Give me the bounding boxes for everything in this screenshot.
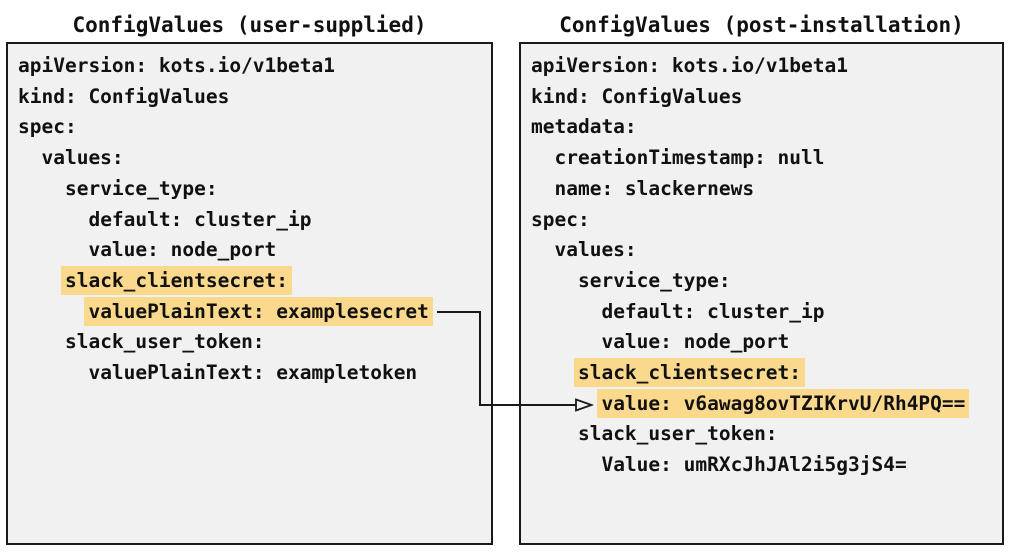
yaml-indent <box>18 269 65 292</box>
post-installation-config-column: ConfigValues (post-installation) apiVers… <box>519 0 1004 545</box>
post-installation-yaml-panel: apiVersion: kots.io/v1beta1 kind: ConfigV… <box>519 42 1004 545</box>
yaml-indent <box>531 330 601 353</box>
yaml-text: value: node_port <box>88 238 277 262</box>
user-supplied-config-column: ConfigValues (user-supplied) apiVersion:… <box>6 0 493 545</box>
yaml-line: slack_user_token: <box>18 327 487 358</box>
yaml-line: metadata: <box>531 112 998 143</box>
yaml-text: default: cluster_ip <box>601 299 825 323</box>
yaml-line: Value: umRXcJhJAl2i5g3jS4= <box>531 450 998 481</box>
post-installation-panel-title: ConfigValues (post-installation) <box>559 13 964 37</box>
yaml-text: spec: <box>531 207 590 231</box>
yaml-text: slack_user_token: <box>577 422 778 446</box>
yaml-text: values: <box>554 238 637 262</box>
yaml-line: apiVersion: kots.io/v1beta1 <box>18 51 487 82</box>
yaml-line: creationTimestamp: null <box>531 143 998 174</box>
yaml-text: slack_user_token: <box>64 330 265 354</box>
yaml-text-highlighted: value: v6awag8ovTZIKrvU/Rh4PQ== <box>597 388 970 418</box>
yaml-indent <box>18 208 88 231</box>
yaml-indent <box>531 392 601 415</box>
yaml-line: values: <box>531 235 998 266</box>
yaml-line: kind: ConfigValues <box>531 82 998 113</box>
yaml-indent <box>531 269 578 292</box>
yaml-text: name: slackernews <box>554 176 755 200</box>
yaml-line: default: cluster_ip <box>531 297 998 328</box>
yaml-line: name: slackernews <box>531 174 998 205</box>
yaml-text: Value: umRXcJhJAl2i5g3jS4= <box>601 453 907 477</box>
yaml-indent <box>531 146 554 169</box>
yaml-line: slack_clientsecret: <box>18 265 487 297</box>
yaml-indent <box>531 453 601 476</box>
yaml-line: kind: ConfigValues <box>18 82 487 113</box>
yaml-text: spec: <box>18 115 77 139</box>
yaml-text-highlighted: valuePlainText: examplesecret <box>84 296 433 326</box>
yaml-text: service_type: <box>64 176 218 200</box>
yaml-line: value: node_port <box>531 327 998 358</box>
yaml-indent <box>531 238 554 261</box>
yaml-line: slack_user_token: <box>531 419 998 450</box>
user-supplied-panel-title: ConfigValues (user-supplied) <box>72 13 427 37</box>
yaml-indent <box>531 177 554 200</box>
yaml-text: creationTimestamp: null <box>554 146 825 170</box>
yaml-line: service_type: <box>531 266 998 297</box>
yaml-text: service_type: <box>577 268 731 292</box>
yaml-line: valuePlainText: exampletoken <box>18 358 487 389</box>
user-supplied-yaml-panel: apiVersion: kots.io/v1beta1 kind: ConfigV… <box>6 42 493 545</box>
yaml-line: slack_clientsecret: <box>531 358 998 389</box>
yaml-text: apiVersion: kots.io/v1beta1 <box>531 54 848 77</box>
yaml-indent <box>18 177 65 200</box>
yaml-indent <box>531 361 578 384</box>
yaml-line: value: node_port <box>18 235 487 266</box>
yaml-indent <box>18 361 88 384</box>
yaml-line: value: v6awag8ovTZIKrvU/Rh4PQ== <box>531 388 998 420</box>
yaml-line: valuePlainText: examplesecret <box>18 296 487 328</box>
yaml-indent <box>18 330 65 353</box>
yaml-text-highlighted: slack_clientsecret: <box>60 265 293 295</box>
yaml-text-highlighted: slack_clientsecret: <box>573 358 806 388</box>
yaml-text: valuePlainText: exampletoken <box>88 361 418 385</box>
yaml-line: default: cluster_ip <box>18 205 487 236</box>
yaml-line: service_type: <box>18 174 487 205</box>
yaml-indent <box>18 300 88 323</box>
yaml-indent <box>531 422 578 445</box>
yaml-text: apiVersion: kots.io/v1beta1 <box>18 54 335 77</box>
yaml-text: metadata: <box>531 115 637 139</box>
yaml-line: spec: <box>18 112 487 143</box>
yaml-line: apiVersion: kots.io/v1beta1 <box>531 51 998 82</box>
yaml-text: kind: ConfigValues <box>531 84 743 108</box>
yaml-text: values: <box>41 146 124 170</box>
yaml-indent <box>18 238 88 261</box>
yaml-text: default: cluster_ip <box>88 207 312 231</box>
yaml-indent <box>531 300 601 323</box>
yaml-line: spec: <box>531 205 998 236</box>
yaml-line: values: <box>18 143 487 174</box>
yaml-indent <box>18 146 41 169</box>
yaml-text: kind: ConfigValues <box>18 84 230 108</box>
yaml-text: value: node_port <box>601 330 790 354</box>
